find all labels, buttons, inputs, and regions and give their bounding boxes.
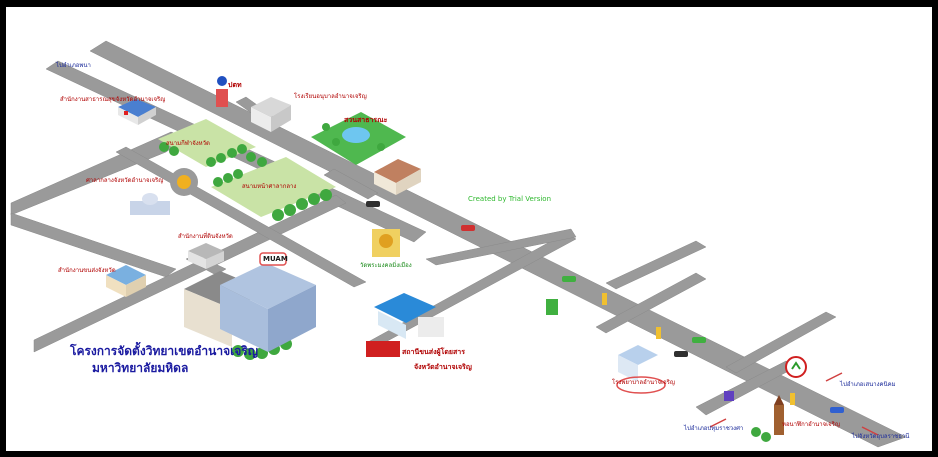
traffic-lights [546, 293, 795, 405]
kbank-logo [785, 356, 807, 378]
school-building [251, 97, 291, 132]
watermark: Created by Trial Version [468, 195, 552, 203]
green-area-2 [211, 157, 336, 217]
label-office: สำนักงานที่ดินจังหวัด [178, 233, 233, 240]
label-hospital: สำนักงานสาธารณสุขจังหวัดอำนาจเจริญ [60, 96, 166, 103]
muam-sign: MUAM [263, 255, 288, 263]
label-bus-line1: สถานีขนส่งผู้โดยสาร [402, 348, 465, 356]
label-ptt: ปตท [228, 81, 242, 89]
label-school: โรงเรียนอนุบาลอำนาจเจริญ [294, 93, 367, 100]
cross-road-1 [10, 212, 177, 278]
cross-road-5 [425, 228, 577, 266]
map-frame: ไปอำเภอพนา สำนักงานสาธารณสุขจังหวัดอำนาจ… [6, 7, 932, 451]
label-campus-line2: มหาวิทยาลัยมหิดล [92, 361, 189, 375]
provincial-hall [130, 193, 170, 215]
label-transport-office: สำนักงานขนส่งจังหวัด [58, 267, 116, 274]
hospital2-building [616, 345, 666, 394]
direction-arrows [709, 372, 879, 436]
cross-road-8 [725, 311, 837, 374]
label-park: สวนสาธารณะ [344, 116, 388, 124]
label-top-left-road: ไปอำเภอพนา [56, 62, 91, 69]
hospital-building [118, 99, 156, 125]
vehicles [366, 201, 844, 413]
label-clock-tower: หอนาฬิกาอำนาจเจริญ [782, 421, 840, 428]
label-right-road-top: ไปอำเภอเสนางคนิคม [840, 381, 896, 388]
ptt-station [216, 76, 228, 107]
transport-office [106, 265, 146, 297]
label-field: สนามหน้าศาลากลาง [242, 183, 297, 190]
land-office [188, 243, 224, 269]
townhouse [374, 159, 421, 195]
label-bus-line2: จังหวัดอำนาจเจริญ [414, 363, 472, 371]
cross-road-9 [605, 240, 707, 290]
label-campus-line1: โครงการจัดตั้งวิทยาเขตอำนาจเจริญ [70, 344, 258, 358]
label-bottom-road: ไปอำเภอปทุมราชวงศา [684, 425, 744, 432]
clock-tower [774, 395, 784, 435]
map-canvas [10, 40, 907, 448]
campus-building [184, 252, 316, 352]
label-hospital2: โรงพยาบาลอำนาจเจริญ [612, 379, 675, 386]
bus-station [366, 293, 444, 357]
label-right-road-bottom: ไปจังหวัดอุบลราชธานี [852, 433, 910, 440]
park-pond [342, 127, 370, 143]
label-stadium: สนามกีฬาจังหวัด [166, 140, 210, 147]
trees [159, 123, 771, 442]
temple-buddha [372, 229, 400, 257]
label-temple: วัดพระมงคลมิ่งเมือง [360, 262, 412, 269]
roundabout-center [177, 175, 191, 189]
cross-road-6 [595, 272, 707, 334]
label-provincial-hall: ศาลากลางจังหวัดอำนาจเจริญ [86, 177, 164, 184]
cross-road-10 [323, 168, 379, 200]
